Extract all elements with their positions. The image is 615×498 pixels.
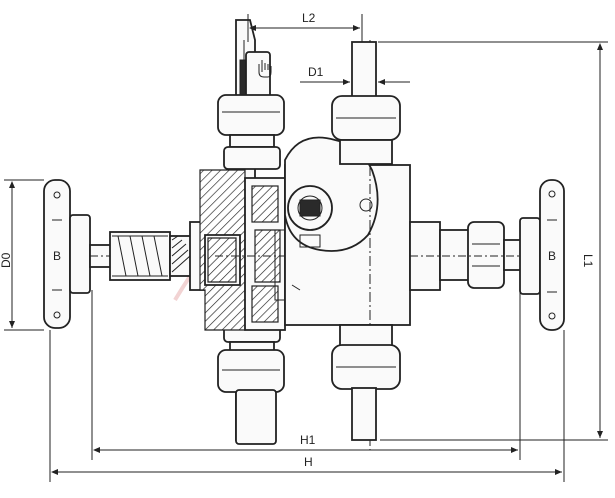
- center-valve-body: [274, 40, 411, 450]
- dim-h1: H1: [91, 290, 521, 460]
- dim-d0: D0: [0, 179, 44, 331]
- dim-d1: D1: [300, 65, 410, 85]
- left-handwheel: B: [43, 179, 131, 329]
- dim-label-d0: D0: [0, 252, 13, 268]
- top-connector: [331, 41, 401, 165]
- right-valve-assembly: B: [409, 179, 565, 331]
- dim-label-l2: L2: [302, 11, 316, 25]
- dim-h: H: [49, 330, 565, 482]
- bottom-connector: [331, 324, 401, 441]
- dim-label-l1: L1: [581, 254, 595, 268]
- dim-l2: L2: [247, 11, 363, 42]
- dim-label-h: H: [304, 455, 313, 469]
- dim-label-d1: D1: [308, 65, 324, 79]
- hand-cursor-icon: [258, 60, 272, 78]
- left-flange-assembly: [199, 19, 300, 445]
- dim-label-h1: H1: [300, 433, 316, 447]
- dim-l1: L1: [378, 41, 608, 441]
- handwheel-mark-right: B: [548, 249, 556, 263]
- handwheel-mark-left: B: [53, 249, 61, 263]
